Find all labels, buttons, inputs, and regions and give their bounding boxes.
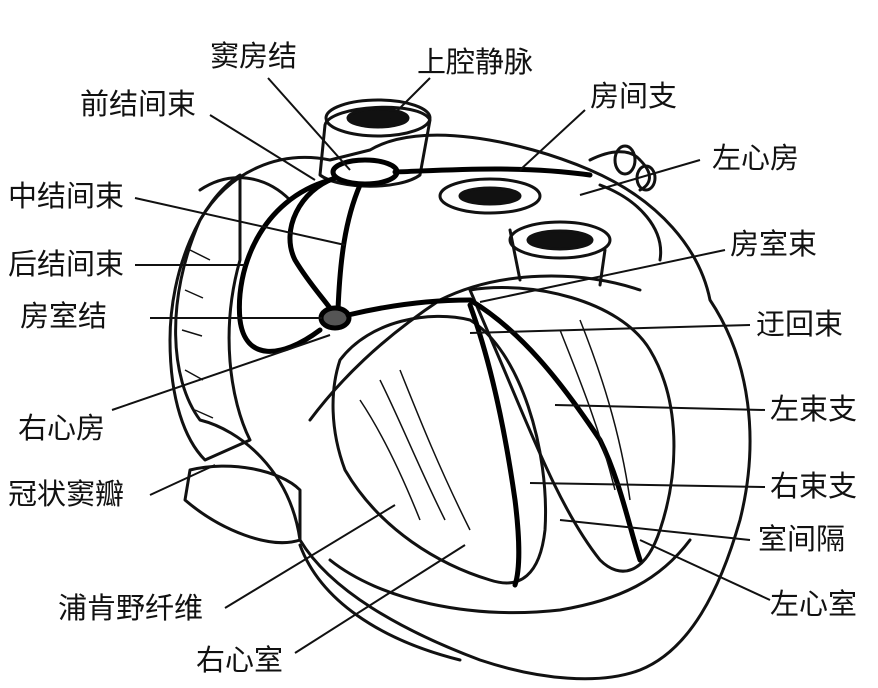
label-av-bundle: 房室束 xyxy=(730,227,818,261)
label-posterior-internodal: 后结间束 xyxy=(8,247,125,281)
svc-vessel xyxy=(318,105,432,188)
leader-av-bundle xyxy=(479,249,726,303)
leader-right-bundle xyxy=(529,482,766,488)
leader-interatrial xyxy=(519,109,586,171)
label-middle-internodal: 中结间束 xyxy=(8,179,125,213)
label-purkinje-fibers: 浦肯野纤维 xyxy=(58,591,204,625)
leader-left-atrium xyxy=(579,159,701,196)
right-bundle xyxy=(467,302,522,588)
right-ventricle xyxy=(331,314,548,585)
label-right-atrium: 右心房 xyxy=(18,411,106,445)
label-recurrent-bundle: 迂回束 xyxy=(756,307,844,341)
leader-septum xyxy=(559,519,751,541)
leader-right-atrium xyxy=(111,334,331,411)
label-right-ventricle: 右心室 xyxy=(196,643,284,677)
label-left-atrium: 左心房 xyxy=(712,141,800,175)
heart-outline xyxy=(174,133,752,681)
leader-svc xyxy=(389,77,431,119)
label-anterior-internodal: 前结间束 xyxy=(80,87,197,121)
internodal-middle xyxy=(335,182,363,313)
bachmann-bundle xyxy=(392,166,593,178)
label-superior-vena-cava: 上腔静脉 xyxy=(417,45,534,79)
label-left-ventricle: 左心室 xyxy=(770,587,858,621)
label-interventricular-septum: 室间隔 xyxy=(758,522,846,556)
right-atrium-wall xyxy=(168,173,252,462)
label-sinoatrial-node: 窦房结 xyxy=(210,39,298,73)
leader-right-ventricle xyxy=(294,544,466,654)
internodal-anterior xyxy=(287,175,338,318)
leader-coronary-valve xyxy=(149,464,216,496)
label-interatrial-branch: 房间支 xyxy=(590,79,678,113)
leader-purkinje xyxy=(224,504,396,609)
left-bundle xyxy=(467,297,643,563)
av-node-shape xyxy=(318,305,352,331)
label-av-node: 房室结 xyxy=(20,299,108,333)
label-coronary-sinus-valve: 冠状窦瓣 xyxy=(8,477,125,511)
leader-middle xyxy=(134,197,346,246)
label-right-bundle-branch: 右束支 xyxy=(770,469,858,503)
leader-anterior xyxy=(209,114,316,181)
internodal-posterior xyxy=(236,177,333,354)
leader-left-ventricle xyxy=(639,539,771,601)
leader-left-bundle xyxy=(554,404,766,411)
leader-recurrent xyxy=(469,324,751,334)
label-left-bundle-branch: 左束支 xyxy=(770,392,858,426)
his-bundle xyxy=(345,297,473,318)
leader-sinoatrial xyxy=(267,77,351,171)
sa-node-shape xyxy=(330,157,400,187)
